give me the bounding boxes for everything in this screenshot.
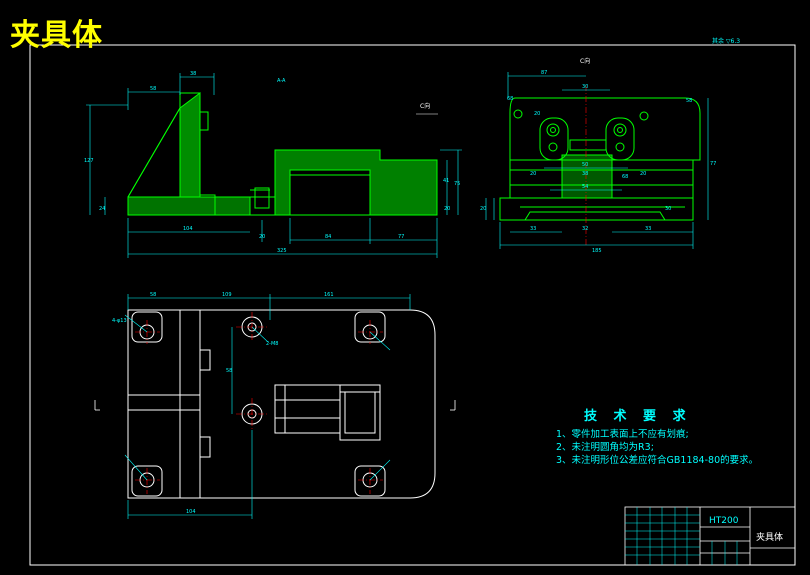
title-block-part-name: 夹具体 [756,533,784,543]
dim-plan-0: 58 [150,292,156,298]
dim-side-9: 20 [640,171,646,177]
dim-side-10: 68 [622,174,628,180]
plan-holes [131,311,386,497]
title-block-grid [625,507,738,565]
dim-front-8: 77 [398,234,404,240]
dim-plan-4: 104 [186,509,196,515]
dim-side-14: 20 [480,206,486,212]
section-cut-marks [94,400,456,411]
dim-side-12: 33 [645,226,651,232]
plan-outline [127,309,436,499]
dim-side-7: 38 [582,171,588,177]
tech-item-3: 3、未注明形位公差应符合GB1184-80的要求。 [556,455,759,466]
view-mark-front: C向 [416,102,438,115]
dim-front-11: 20 [444,206,450,212]
dim-side-5: 50 [582,162,588,168]
base-hatch-left [127,196,251,216]
dim-front-6: 20 [259,234,265,240]
section-label: A-A [277,78,286,84]
dim-side-2: 68 [507,96,513,102]
plan-dim-text: 58 109 161 58 104 2-M8 4-φ13 [112,292,334,515]
side-slot-right [605,117,635,161]
dim-side-3: 58 [686,98,692,104]
dim-side-11: 33 [530,226,536,232]
tech-heading: 技 术 要 求 [584,409,692,424]
title-block-material: HT200 [709,516,739,526]
dim-front-9: 41 [443,178,449,184]
dim-side-16: 77 [710,161,716,167]
dim-front-3: 24 [99,206,105,212]
surface-finish-note: 其余 ▽6.3 [712,38,741,45]
dim-side-13: 32 [582,226,588,232]
dim-front-10: 75 [454,181,460,187]
dim-side-4: 20 [534,111,540,117]
drawing-title: 夹具体 [10,18,103,53]
dim-side-0: 87 [541,70,547,76]
plan-view [127,309,436,499]
tech-item-1: 1、零件加工表面上不应有划痕; [556,429,689,440]
dim-front-2: 127 [84,158,94,164]
plate-top-step [199,111,209,131]
side-dim-text: 87 30 68 58 20 50 54 38 20 20 68 33 33 3… [480,70,716,254]
front-dim-text: 38 58 127 24 104 325 20 84 77 41 75 20 A… [84,71,460,254]
dim-plan-3: 58 [226,368,232,374]
dim-side-6: 54 [582,184,588,190]
gusset-line [127,107,181,198]
drawing-frame [29,44,796,566]
dim-side-17: 30 [665,206,671,212]
view-mark-text: C向 [420,102,430,110]
dim-front-5: 325 [277,248,287,254]
dim-side-1: 30 [582,84,588,90]
title-block [624,506,796,566]
dim-front-1: 58 [150,86,156,92]
front-dimensions [86,73,462,258]
side-dimensions [485,72,709,249]
vertical-plate-hatch [179,92,201,198]
dim-side-8: 20 [530,171,536,177]
dim-front-7: 84 [325,234,331,240]
dim-plan-5: 2-M8 [266,341,278,347]
slot-block [254,187,270,209]
dim-plan-1: 109 [222,292,232,298]
dim-plan-6: 4-φ13 [112,318,127,324]
pocket [289,174,371,216]
dim-front-0: 38 [190,71,196,77]
plan-dimensions [124,294,411,519]
dim-plan-2: 161 [324,292,334,298]
tech-item-2: 2、未注明圆角均为R3; [556,442,654,453]
side-view-mark: C向 [580,57,590,65]
technical-requirements: 技 术 要 求 1、零件加工表面上不应有划痕; 2、未注明圆角均为R3; 3、未… [556,405,758,467]
front-section-view [127,92,438,216]
plan-centerlines [135,312,383,494]
side-slot-left [539,117,569,161]
side-view [499,97,701,221]
dim-front-4: 104 [183,226,193,232]
side-outline [509,97,701,161]
dim-side-15: 185 [592,248,602,254]
